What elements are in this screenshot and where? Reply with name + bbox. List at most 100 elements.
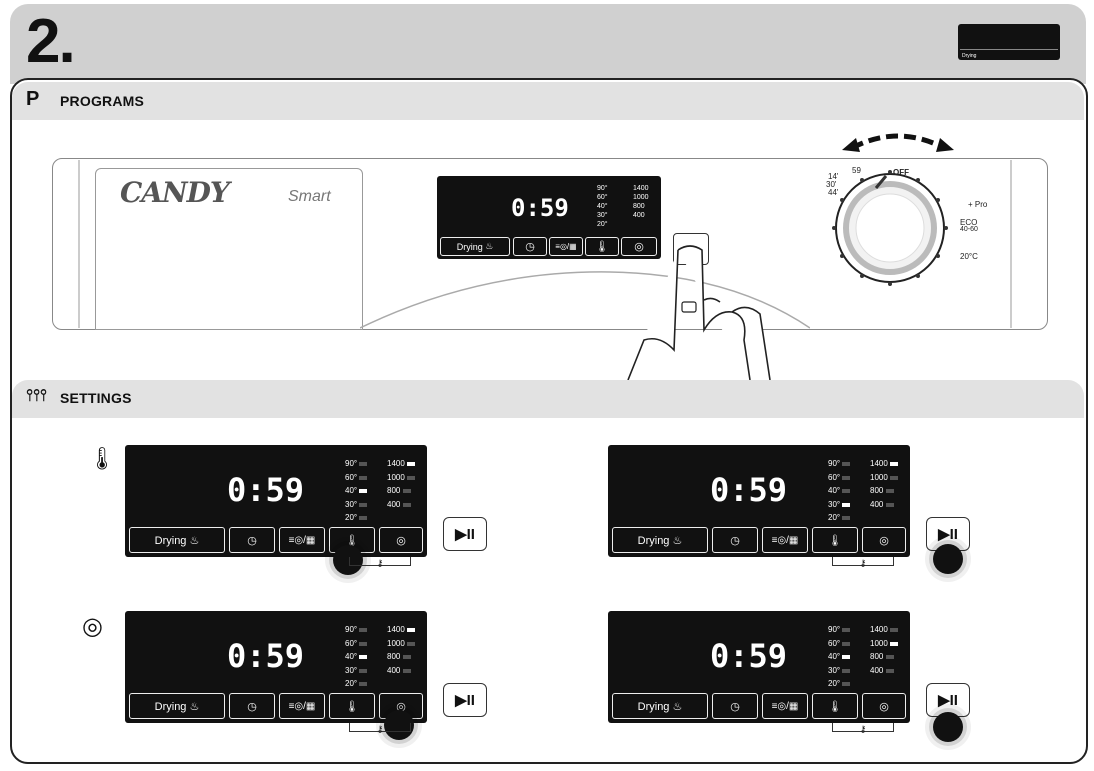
clock-icon: ◷ xyxy=(525,241,535,253)
temp-option: 40° xyxy=(345,650,368,664)
clock-icon: ◷ xyxy=(247,534,257,547)
spin-option: 1400 xyxy=(387,623,416,637)
temp-option: 60° xyxy=(345,471,368,485)
detergent-drawer xyxy=(95,168,363,330)
start-pause-button[interactable]: ▶II xyxy=(443,517,487,551)
control-panel-display: 0:59 90° 60° 40° 30° 20° 1400 1000 800 4… xyxy=(437,176,661,259)
temp-list: 90° 60° 40° 30° 20° xyxy=(597,184,608,229)
options-button[interactable]: ≡◎/▦ xyxy=(549,237,583,256)
temp-option: 30° xyxy=(828,498,851,512)
settings-title: SETTINGS xyxy=(60,390,132,406)
temp-60: 60° xyxy=(597,194,608,201)
dial-cold-label: 20°C xyxy=(960,252,978,261)
press-indicator xyxy=(384,710,414,740)
spin-button[interactable]: ◎ xyxy=(379,527,423,553)
spin-icon: ◎ xyxy=(396,534,406,547)
temperature-button[interactable]: 🌡 xyxy=(812,693,858,719)
dial-eco-sub: 40-60 xyxy=(960,226,978,233)
press-indicator xyxy=(933,712,963,742)
dial-59-label: 59 xyxy=(852,166,861,175)
drying-button[interactable]: Drying ♨ xyxy=(129,693,225,719)
step-number: 2. xyxy=(26,7,76,76)
clock-icon: ◷ xyxy=(730,700,740,713)
temp-30: 30° xyxy=(597,212,608,219)
spin-icon: ◎ xyxy=(879,700,889,713)
settings-sliders-icon: ⫯⫯⫯ xyxy=(26,387,47,404)
temp-40: 40° xyxy=(597,203,608,210)
rotate-arrows-icon xyxy=(842,133,954,152)
spin-option: 1400 xyxy=(870,623,899,637)
options-button[interactable]: ≡◎/▦ xyxy=(762,527,808,553)
machine-door-line xyxy=(78,160,80,328)
spin-option: 1000 xyxy=(387,471,416,485)
programs-title: PROGRAMS xyxy=(60,93,145,109)
programs-section-bar xyxy=(12,82,1084,120)
spin-button[interactable]: ◎ xyxy=(862,693,906,719)
clock-icon: ◷ xyxy=(730,534,740,547)
temp-option: 20° xyxy=(345,511,368,525)
temp-option: 90° xyxy=(828,623,851,637)
delay-button[interactable]: ◷ xyxy=(513,237,547,256)
spin-option: 400 xyxy=(387,498,415,512)
programs-letter: P xyxy=(26,88,40,110)
options-button[interactable]: ≡◎/▦ xyxy=(279,693,325,719)
options-button[interactable]: ≡◎/▦ xyxy=(279,527,325,553)
temperature-button[interactable]: 🌡 xyxy=(585,237,619,256)
start-pause-button[interactable]: ▶II xyxy=(926,683,970,717)
spin-option: 1000 xyxy=(870,471,899,485)
dial-eco-label: ECO xyxy=(960,218,978,227)
delay-button[interactable]: ◷ xyxy=(229,693,275,719)
temp-option: 20° xyxy=(345,677,368,691)
spin-1400: 1400 xyxy=(633,185,649,192)
dial-off-label: OFF xyxy=(893,168,909,177)
drying-button[interactable]: Drying ♨ xyxy=(612,693,708,719)
start-pause-button[interactable]: ▶II xyxy=(443,683,487,717)
spin-button[interactable]: ◎ xyxy=(621,237,657,256)
spin-list: 1400 1000 800 400 xyxy=(870,457,899,511)
time-display: 0:59 xyxy=(511,194,569,222)
spin-icon: ◎ xyxy=(879,534,889,547)
thermometer-icon: 🌡 xyxy=(828,700,842,713)
machine-door-line-right xyxy=(1010,160,1012,328)
spin-400: 400 xyxy=(633,212,645,219)
temp-90: 90° xyxy=(597,185,608,192)
drying-button[interactable]: Drying ♨ xyxy=(440,237,510,256)
spin-option: 800 xyxy=(870,484,898,498)
temp-option: 90° xyxy=(345,457,368,471)
page-header xyxy=(10,4,1086,84)
thermometer-icon: 🌡 xyxy=(345,700,359,713)
spin-row-icon: ◎ xyxy=(82,613,103,640)
temperature-button[interactable]: 🌡 xyxy=(812,527,858,553)
delay-button[interactable]: ◷ xyxy=(712,527,758,553)
time-display: 0:59 xyxy=(227,637,305,675)
temp-option: 30° xyxy=(828,664,851,678)
thermometer-icon: 🌡 xyxy=(828,534,842,547)
drying-button-label: Drying xyxy=(456,241,483,252)
drying-button[interactable]: Drying ♨ xyxy=(612,527,708,553)
time-display: 0:59 xyxy=(227,471,305,509)
clock-icon: ◷ xyxy=(247,700,257,713)
spin-icon: ◎ xyxy=(634,241,644,253)
spin-list: 1400 1000 800 400 xyxy=(870,623,899,677)
thermometer-icon: 🌡 xyxy=(345,534,359,547)
child-lock-key-icon: ⚷ xyxy=(349,557,411,568)
options-button[interactable]: ≡◎/▦ xyxy=(762,693,808,719)
program-dial[interactable] xyxy=(830,168,950,288)
options-icon: ≡◎/▦ xyxy=(288,534,316,546)
spin-option: 1400 xyxy=(387,457,416,471)
options-icon: ≡◎/▦ xyxy=(771,700,799,712)
drying-button[interactable]: Drying ♨ xyxy=(129,527,225,553)
delay-button[interactable]: ◷ xyxy=(229,527,275,553)
delay-button[interactable]: ◷ xyxy=(712,693,758,719)
thermometer-icon: 🌡 xyxy=(595,241,609,253)
temperature-button[interactable]: 🌡 xyxy=(329,693,375,719)
spin-button[interactable]: ◎ xyxy=(862,527,906,553)
spin-option: 800 xyxy=(387,650,415,664)
dial-quick-30: 30' xyxy=(826,180,837,189)
child-lock-key-icon: ⚷ xyxy=(349,723,411,734)
spin-icon: ◎ xyxy=(396,700,406,713)
